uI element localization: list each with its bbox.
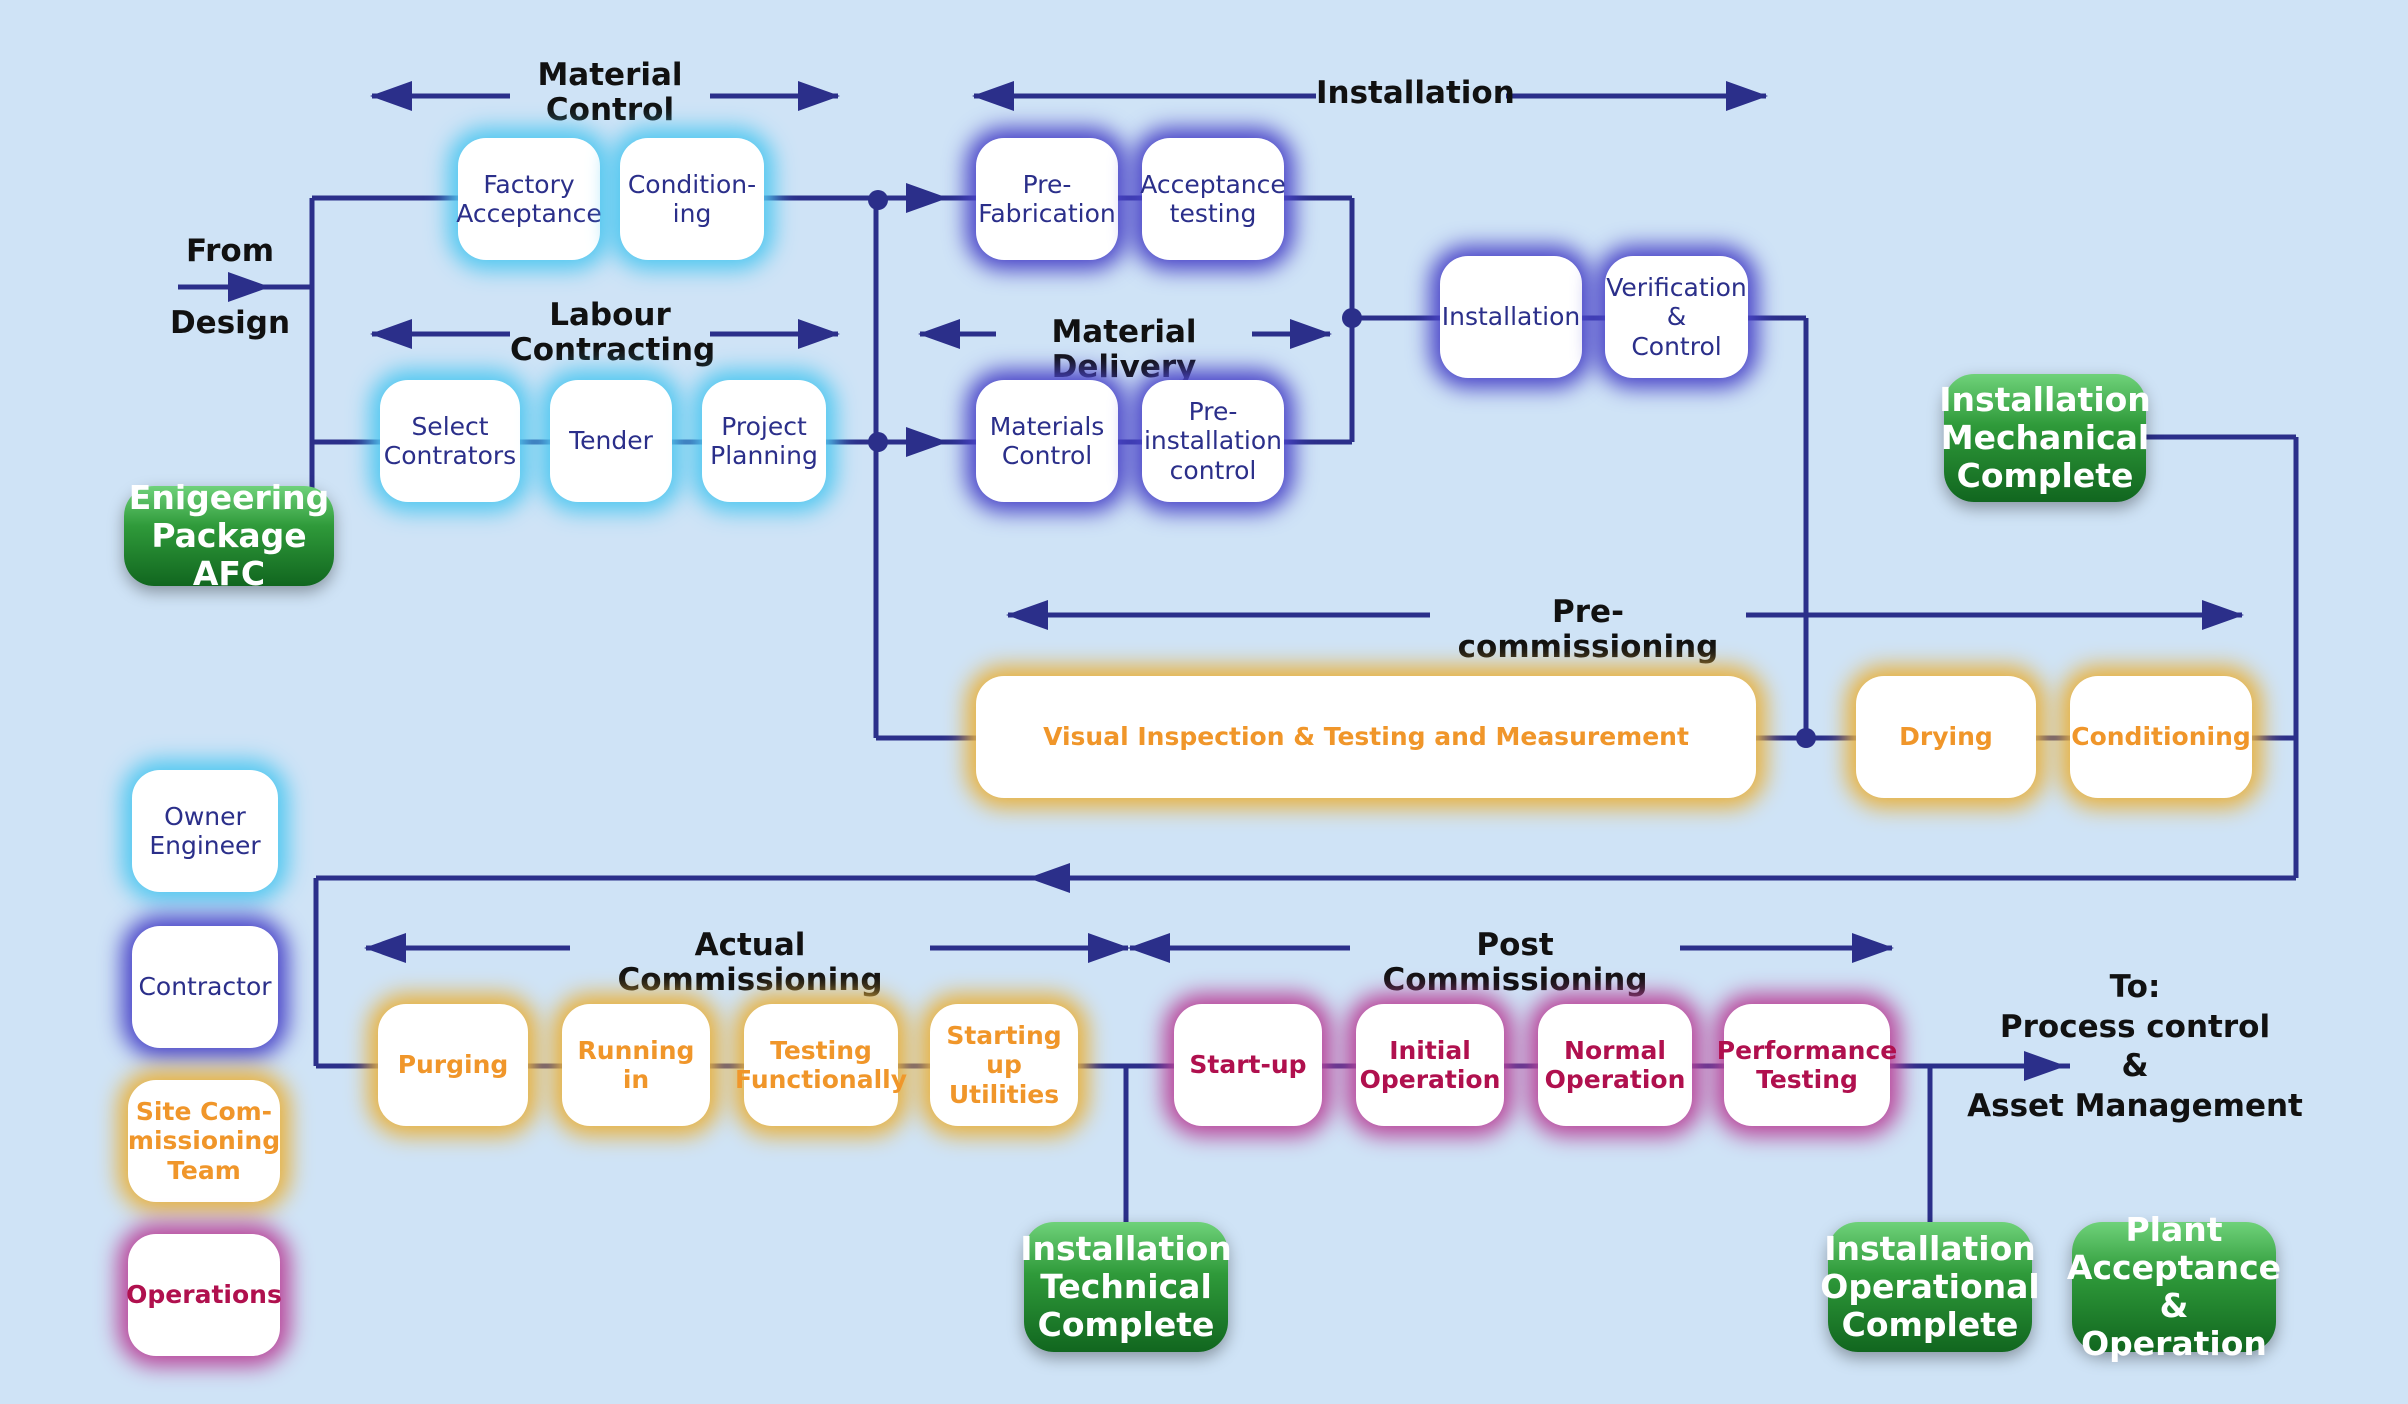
installation-technical-milestone: Installation Technical Complete	[1020, 1222, 1232, 1352]
installation-mechanical-milestone: Installation Mechanical Complete	[1939, 374, 2151, 502]
performance-testing-box: Performance Testing	[1717, 1004, 1897, 1126]
pre-installation-control-box: Pre- installation control	[1142, 380, 1284, 502]
engineering-package-milestone: Enigeering Package AFC	[124, 479, 334, 592]
factory-acceptance-box: Factory Acceptance	[456, 138, 602, 260]
purging-box: Purging	[378, 1004, 528, 1126]
from-label: From	[185, 233, 275, 269]
conditioning-site-box: Conditioning	[2070, 676, 2252, 798]
legend-site-commissioning-team: Site Com- missioning Team	[128, 1080, 280, 1202]
running-in-box: Running in	[562, 1004, 710, 1126]
drying-box: Drying	[1856, 676, 2036, 798]
installation-box: Installation	[1440, 256, 1582, 378]
normal-operation-box: Normal Operation	[1538, 1004, 1692, 1126]
legend-owner-engineer: Owner Engineer	[132, 770, 278, 892]
materials-control-box: Materials Control	[976, 380, 1118, 502]
project-planning-box: Project Planning	[702, 380, 826, 502]
visual-inspection-box: Visual Inspection & Testing and Measurem…	[976, 676, 1756, 798]
phase-pre-commissioning: Pre-commissioning	[1457, 594, 1719, 665]
acceptance-testing-box: Acceptance testing	[1140, 138, 1286, 260]
plant-acceptance-milestone: Plant Acceptance & Operation	[2066, 1210, 2282, 1363]
phase-post-commissioning: Post Commissioning	[1382, 927, 1648, 998]
phase-material-control: Material Control	[537, 57, 683, 128]
legend-operations: Operations	[126, 1234, 282, 1356]
conditioning-box: Condition- ing	[620, 138, 764, 260]
select-contractors-box: Select Contrators	[380, 380, 520, 502]
design-label: Design	[169, 305, 291, 341]
start-up-box: Start-up	[1174, 1004, 1322, 1126]
tender-box: Tender	[550, 380, 672, 502]
initial-operation-box: Initial Operation	[1356, 1004, 1504, 1126]
testing-functionally-box: Testing Functionally	[735, 1004, 907, 1126]
installation-operational-milestone: Installation Operational Complete	[1820, 1222, 2040, 1352]
phase-labour-contracting: Labour Contracting	[510, 297, 716, 368]
starting-up-utilities-box: Starting up Utilities	[930, 1004, 1078, 1126]
to-process-label: To: Process control & Asset Management	[1967, 969, 2303, 1125]
phase-installation: Installation	[1316, 75, 1515, 111]
verification-control-box: Verification & Control	[1605, 256, 1748, 378]
pre-fabrication-box: Pre- Fabrication	[976, 138, 1118, 260]
phase-material-delivery: Material Delivery	[1051, 314, 1197, 385]
phase-actual-commissioning: Actual Commissioning	[617, 927, 883, 998]
legend-contractor: Contractor	[132, 926, 278, 1048]
